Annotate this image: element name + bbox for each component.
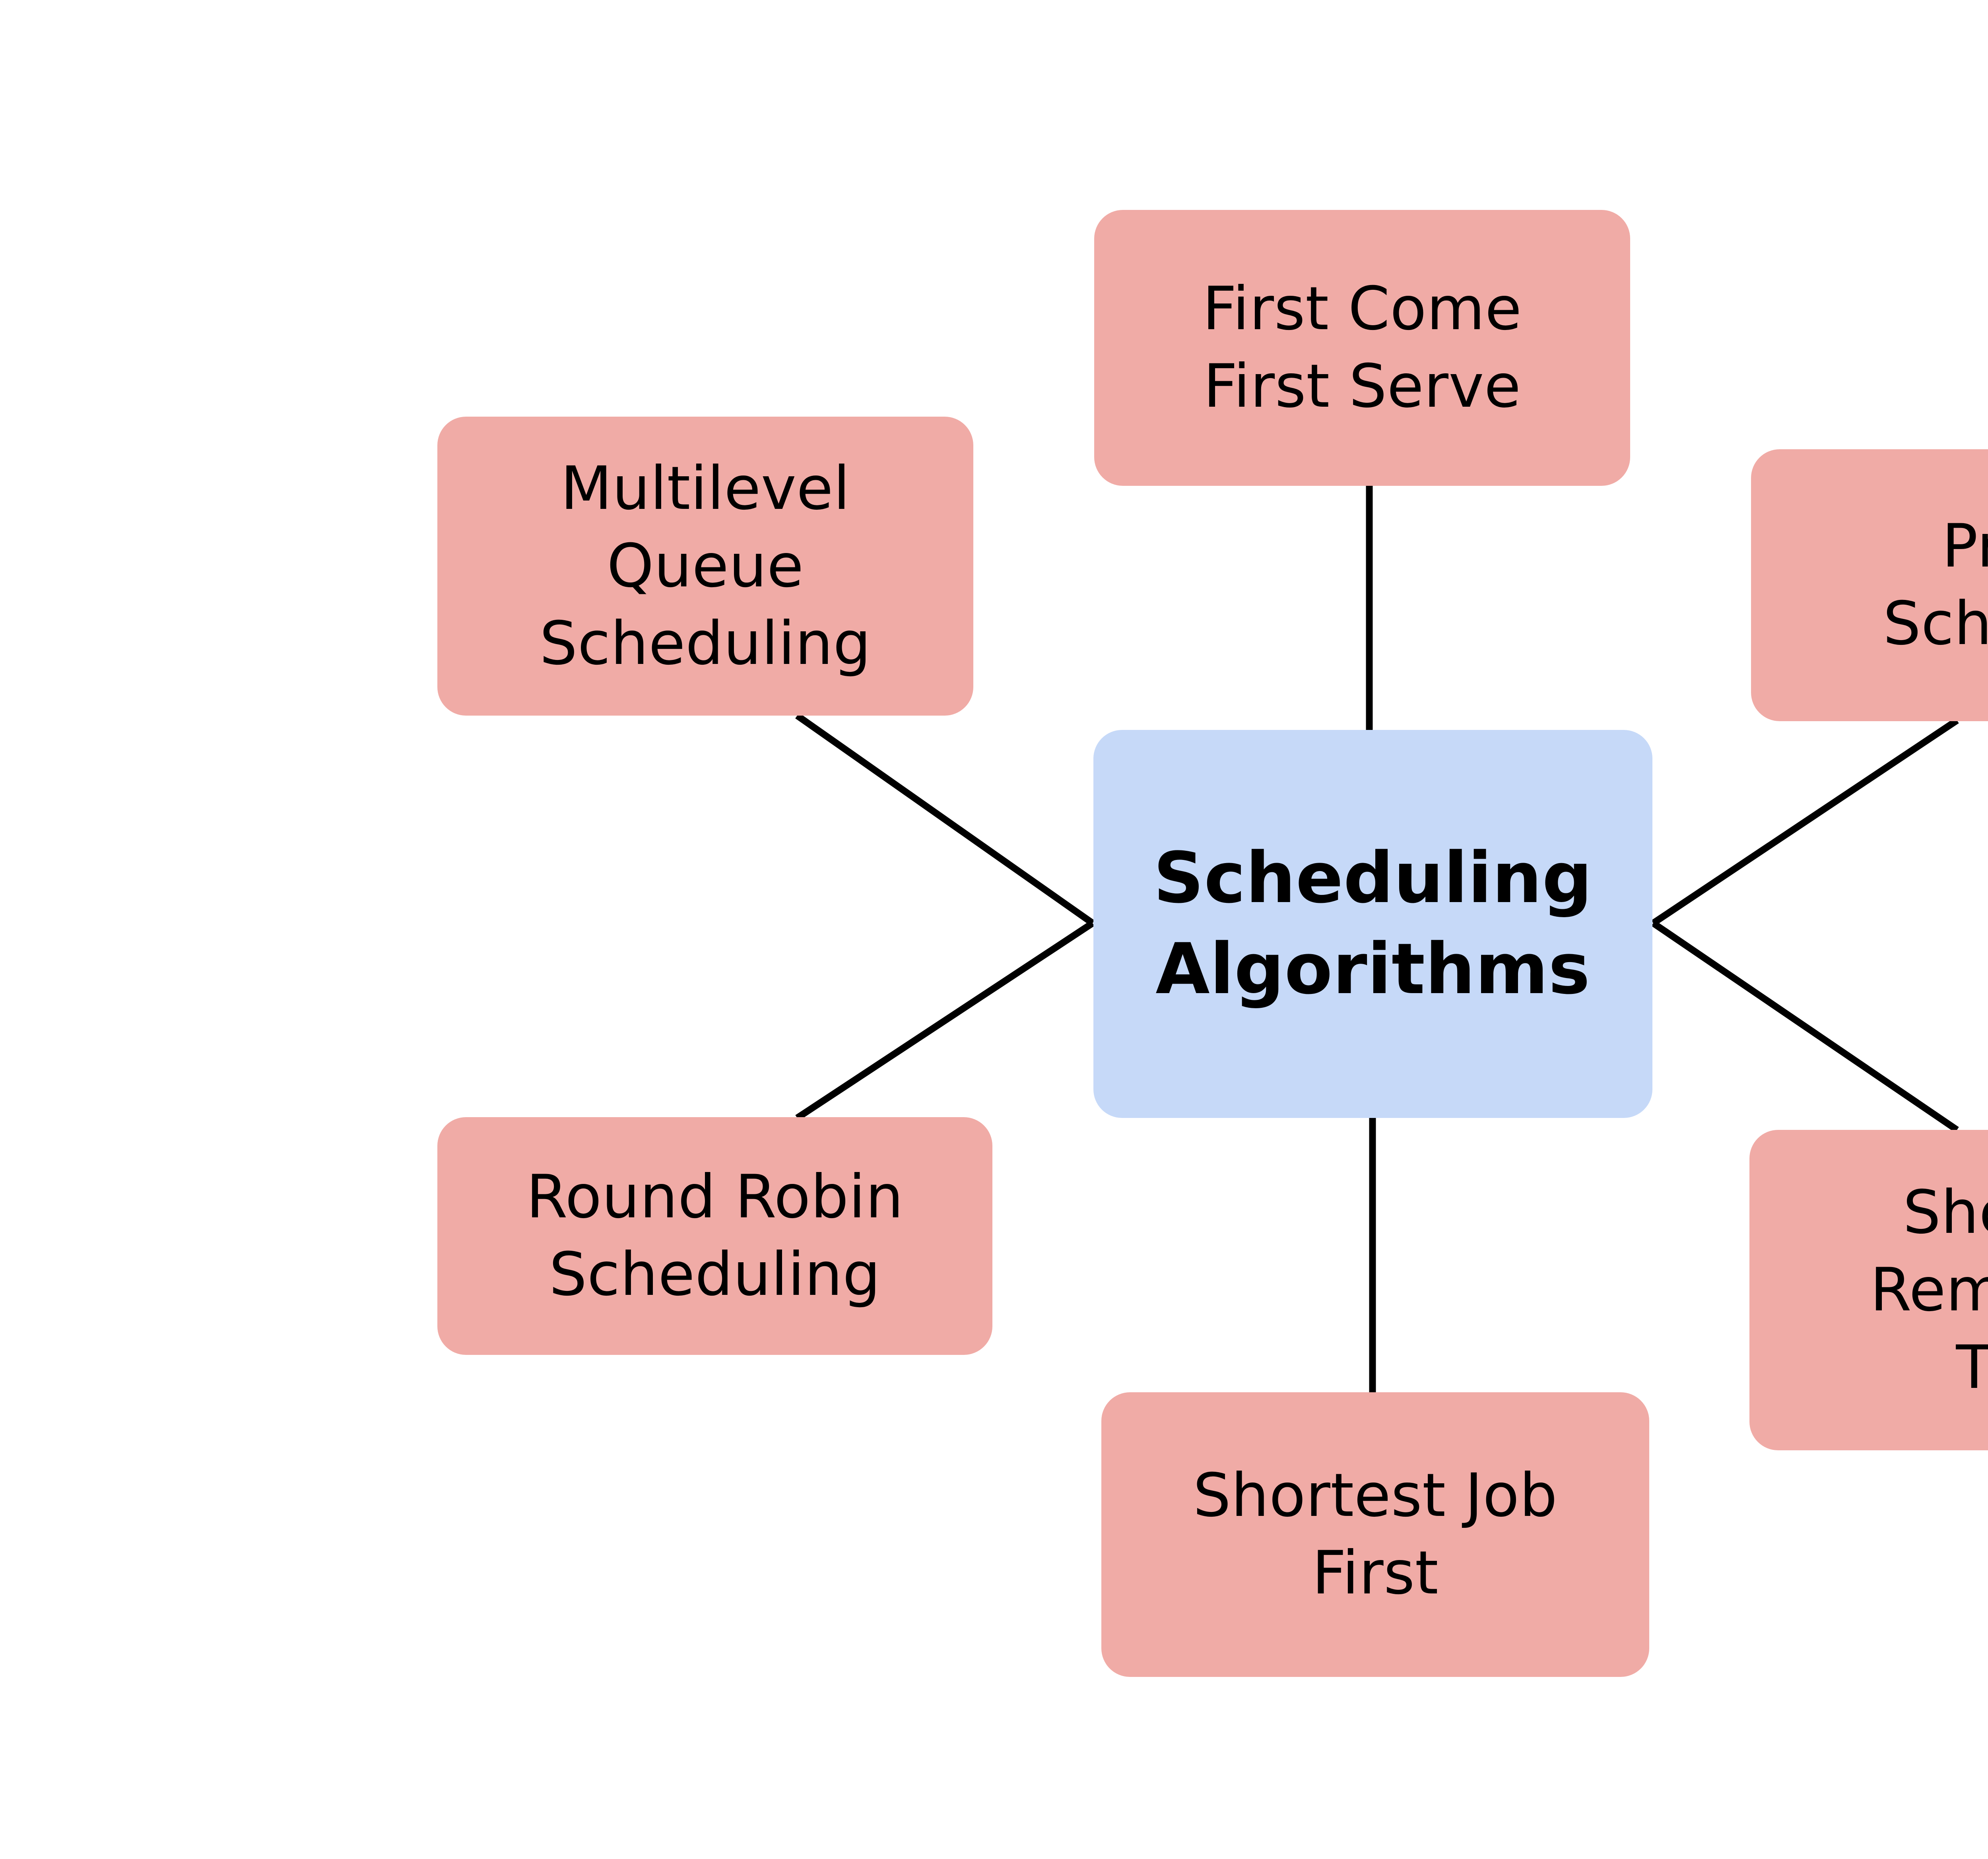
center-node-label: Scheduling Algorithms [1153,837,1592,1010]
node-shortest-remaining-time[interactable]: Shortest Remaining Time [1749,1130,1988,1450]
edge-priority [1651,717,1959,926]
node-label: Round Robin Scheduling [526,1162,904,1309]
node-first-come-first-serve[interactable]: First Come First Serve [1094,210,1630,486]
node-shortest-job-first[interactable]: Shortest Job First [1101,1392,1649,1677]
node-scheduling-algorithms-center[interactable]: Scheduling Algorithms [1093,730,1652,1118]
node-priority-scheduling[interactable]: Priority Scheduling [1751,449,1988,721]
node-multilevel-queue-scheduling[interactable]: Multilevel Queue Scheduling [437,417,973,716]
node-label: Priority Scheduling [1883,512,1988,658]
node-label: Shortest Remaining Time [1870,1178,1988,1402]
edge-mlq [795,713,1095,926]
node-label: First Come First Serve [1202,274,1522,421]
node-round-robin-scheduling[interactable]: Round Robin Scheduling [437,1117,992,1355]
edge-rr [795,920,1095,1121]
node-label: Multilevel Queue Scheduling [540,454,871,678]
node-label: Shortest Job First [1193,1461,1558,1608]
edge-srt [1651,920,1959,1133]
